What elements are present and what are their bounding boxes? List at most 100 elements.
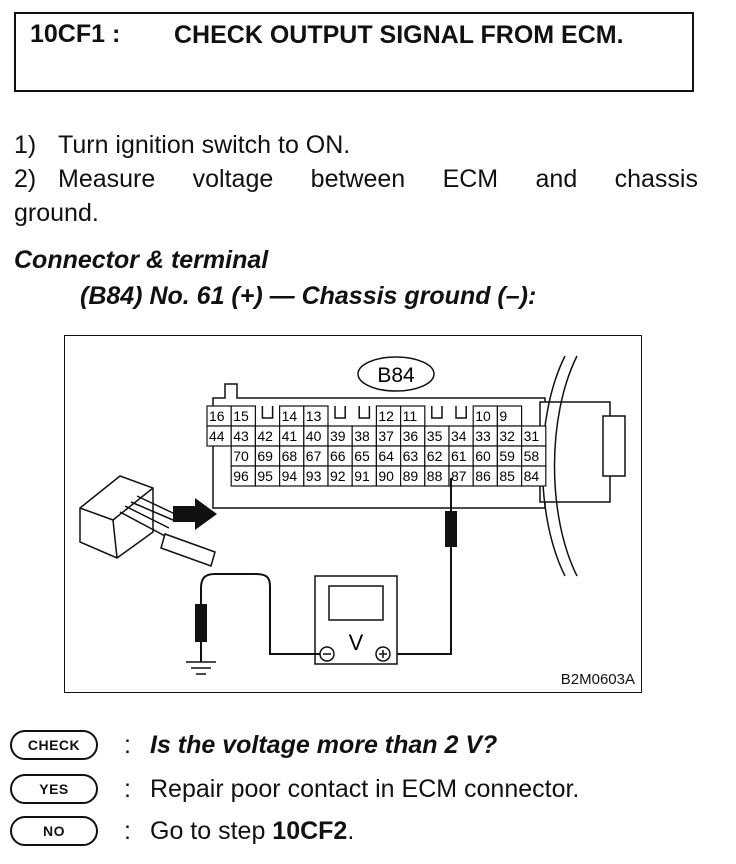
pin-number: 14	[282, 408, 298, 424]
pin-number: 69	[257, 448, 273, 464]
pin-number: 64	[378, 448, 394, 464]
instruction-text: Turn ignition switch to ON.	[58, 131, 351, 159]
no-action-prefix: Go to step	[150, 816, 273, 845]
connector-heading: Connector & terminal	[14, 246, 269, 274]
pin-number: 87	[451, 468, 467, 484]
pin-number: 9	[499, 408, 507, 424]
pin-row-3: 70 69 68 67 66 65 64 63 62 61 60 59 58	[230, 445, 547, 467]
pin-number: 67	[306, 448, 322, 464]
pin-number: 37	[378, 428, 394, 444]
pin-cell	[521, 465, 547, 487]
positive-lead	[395, 547, 452, 655]
pin-number: 66	[330, 448, 346, 464]
pin-number: 88	[427, 468, 443, 484]
figure-code: B2M0603A	[560, 671, 635, 688]
pin-number: 90	[378, 468, 394, 484]
check-row: CHECK : Is the voltage more than 2 V?	[10, 730, 497, 760]
pin-number: 16	[209, 408, 225, 424]
check-badge: CHECK	[10, 730, 98, 760]
yes-badge: YES	[10, 774, 98, 804]
check-question: Is the voltage more than 2 V?	[150, 730, 498, 759]
pin-number: 12	[378, 408, 394, 424]
step-id: 10CF1 :	[30, 20, 121, 48]
pin-number: 33	[475, 428, 491, 444]
pin-number: 36	[403, 428, 419, 444]
keyway	[358, 406, 371, 419]
pin-number: 44	[209, 428, 225, 444]
voltmeter-symbol: V	[349, 630, 364, 655]
next-step-link[interactable]: 10CF2	[272, 816, 348, 845]
pin-number: 84	[524, 468, 540, 484]
connector-terminal: (B84) No. 61 (+) — Chassis ground (–):	[80, 282, 537, 310]
no-action-suffix: .	[347, 816, 355, 845]
pin-number: 92	[330, 468, 346, 484]
pin-number: 63	[403, 448, 419, 464]
voltmeter-display	[328, 585, 384, 621]
pin-number: 70	[233, 448, 249, 464]
pin-number: 41	[282, 428, 298, 444]
pin-number: 34	[451, 428, 467, 444]
pin-number: 11	[403, 408, 418, 424]
mating-plug	[79, 475, 216, 567]
instruction-1: 1) Turn ignition switch to ON.	[14, 128, 698, 162]
yes-row: YES : Repair poor contact in ECM connect…	[10, 774, 579, 804]
pin-number: 59	[499, 448, 515, 464]
no-badge: NO	[10, 816, 98, 846]
pin-number: 38	[354, 428, 370, 444]
pin-number: 58	[524, 448, 540, 464]
pin-number: 93	[306, 468, 322, 484]
pin-number: 91	[354, 468, 370, 484]
insert-arrow	[173, 498, 217, 530]
pin-number: 94	[282, 468, 298, 484]
ground-symbol	[186, 661, 216, 675]
connector-latch	[539, 401, 611, 503]
pin-number: 86	[475, 468, 491, 484]
pin-number: 89	[403, 468, 419, 484]
pin-number: 31	[524, 428, 540, 444]
ecm-connector-body	[212, 383, 546, 509]
pin-number: 39	[330, 428, 346, 444]
pin-number: 61	[451, 448, 467, 464]
instruction-number: 1)	[14, 131, 37, 159]
pin-number: 68	[282, 448, 298, 464]
pin-number: 35	[427, 428, 443, 444]
pin-number: 62	[427, 448, 443, 464]
instruction-2: 2) Measure voltage between ECM and chass…	[14, 162, 698, 196]
yes-action: Repair poor contact in ECM connector.	[150, 774, 580, 803]
instruction-number: 2)	[14, 165, 37, 193]
keyway	[261, 406, 274, 419]
pin-number: 60	[475, 448, 491, 464]
step-header-box: 10CF1 : CHECK OUTPUT SIGNAL FROM ECM.	[14, 12, 694, 92]
no-action: Go to step 10CF2.	[150, 817, 354, 846]
instruction-2-continued: ground.	[14, 196, 698, 230]
pin-number: 96	[233, 468, 249, 484]
keyway	[334, 406, 346, 419]
connector-tab	[602, 415, 626, 477]
no-row: NO : Go to step 10CF2.	[10, 816, 354, 846]
negative-lead	[200, 573, 320, 655]
separator: :	[124, 816, 131, 845]
step-title: CHECK OUTPUT SIGNAL FROM ECM.	[174, 21, 624, 49]
instruction-text: ground.	[14, 199, 99, 227]
pin-number: 15	[233, 408, 249, 424]
negative-probe	[195, 604, 207, 642]
positive-probe	[445, 511, 457, 547]
keyway	[431, 406, 443, 419]
separator: :	[124, 730, 131, 759]
keyway	[455, 406, 467, 419]
pin-number: 95	[257, 468, 273, 484]
harness-curve	[553, 355, 578, 577]
separator: :	[124, 774, 131, 803]
pin-number: 43	[233, 428, 249, 444]
pin-number: 65	[354, 448, 370, 464]
instruction-list: 1) Turn ignition switch to ON. 2) Measur…	[14, 128, 698, 230]
pin-row-2: 44 43 42 41 40 39 38 37 36 35 34 33 32 31	[206, 425, 547, 447]
pin-number: 13	[306, 408, 322, 424]
pin-number: 42	[257, 428, 273, 444]
pin-number: 32	[499, 428, 515, 444]
pin-number: 40	[306, 428, 322, 444]
